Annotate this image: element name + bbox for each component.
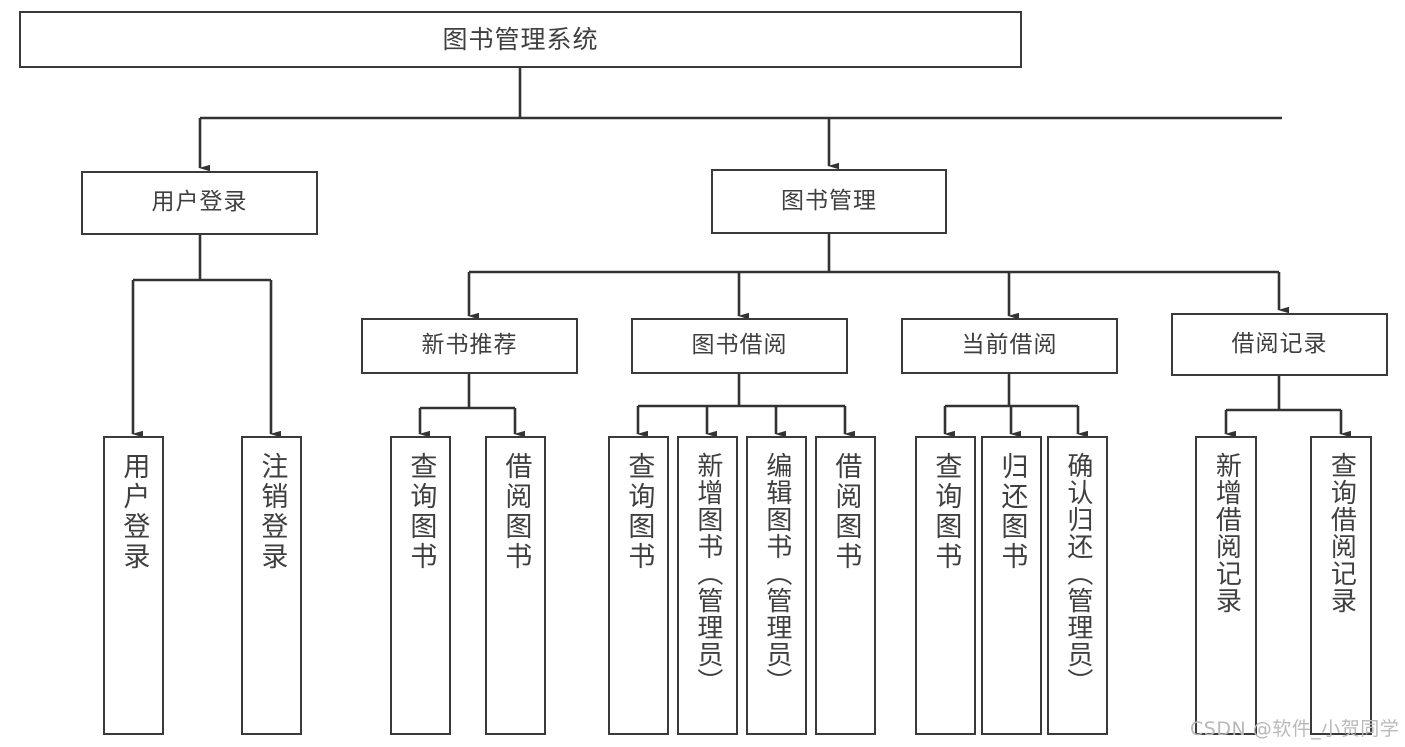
node-label: 图书管理系统 — [442, 24, 599, 54]
node-label: 图书借阅 — [691, 332, 788, 359]
node-label: 借阅记录 — [1231, 330, 1328, 357]
leaf-query-book-borrow[interactable]: 查询图书 — [608, 436, 669, 735]
node-root-system[interactable]: 图书管理系统 — [19, 11, 1022, 68]
node-label: 归还图书 — [996, 452, 1028, 572]
node-label: 用户登录 — [118, 452, 150, 572]
node-borrow-record[interactable]: 借阅记录 — [1171, 313, 1388, 376]
node-label: 查询图书 — [930, 452, 962, 572]
node-book-management[interactable]: 图书管理 — [711, 169, 947, 234]
leaf-add-borrow-record[interactable]: 新增借阅记录 — [1195, 436, 1257, 735]
node-label: 图书管理 — [781, 187, 877, 214]
node-label: 新书推荐 — [421, 332, 518, 359]
node-book-borrow[interactable]: 图书借阅 — [631, 318, 848, 374]
leaf-borrow-book-recommend[interactable]: 借阅图书 — [485, 436, 546, 735]
leaf-query-borrow-record[interactable]: 查询借阅记录 — [1310, 436, 1372, 735]
node-label: 查询图书 — [623, 452, 655, 572]
node-label: 确认归还（管理员） — [1062, 452, 1093, 695]
leaf-edit-book-admin[interactable]: 编辑图书（管理员） — [746, 436, 807, 735]
node-current-borrow[interactable]: 当前借阅 — [901, 318, 1118, 374]
node-label: 当前借阅 — [961, 332, 1058, 359]
leaf-query-book-current[interactable]: 查询图书 — [915, 436, 976, 735]
node-label: 借阅图书 — [830, 452, 862, 572]
node-label: 查询图书 — [405, 452, 437, 572]
leaf-user-login[interactable]: 用户登录 — [103, 436, 164, 735]
leaf-confirm-return-admin[interactable]: 确认归还（管理员） — [1047, 436, 1108, 735]
node-label: 新增图书（管理员） — [692, 452, 723, 695]
leaf-return-book[interactable]: 归还图书 — [981, 436, 1042, 735]
node-label: 注销登录 — [256, 452, 288, 572]
leaf-add-book-admin[interactable]: 新增图书（管理员） — [677, 436, 738, 735]
node-label: 用户登录 — [151, 189, 248, 216]
node-label: 借阅图书 — [500, 452, 532, 572]
leaf-user-logout[interactable]: 注销登录 — [241, 436, 302, 735]
node-new-book-recommend[interactable]: 新书推荐 — [361, 318, 578, 374]
leaf-query-book-recommend[interactable]: 查询图书 — [390, 436, 451, 735]
node-user-login[interactable]: 用户登录 — [81, 171, 318, 235]
node-label: 查询借阅记录 — [1326, 452, 1357, 614]
node-label: 编辑图书（管理员） — [761, 452, 792, 695]
csdn-watermark: CSDN @软件_小贺同学 — [1190, 718, 1400, 740]
node-label: 新增借阅记录 — [1211, 452, 1242, 614]
leaf-borrow-book[interactable]: 借阅图书 — [815, 436, 876, 735]
